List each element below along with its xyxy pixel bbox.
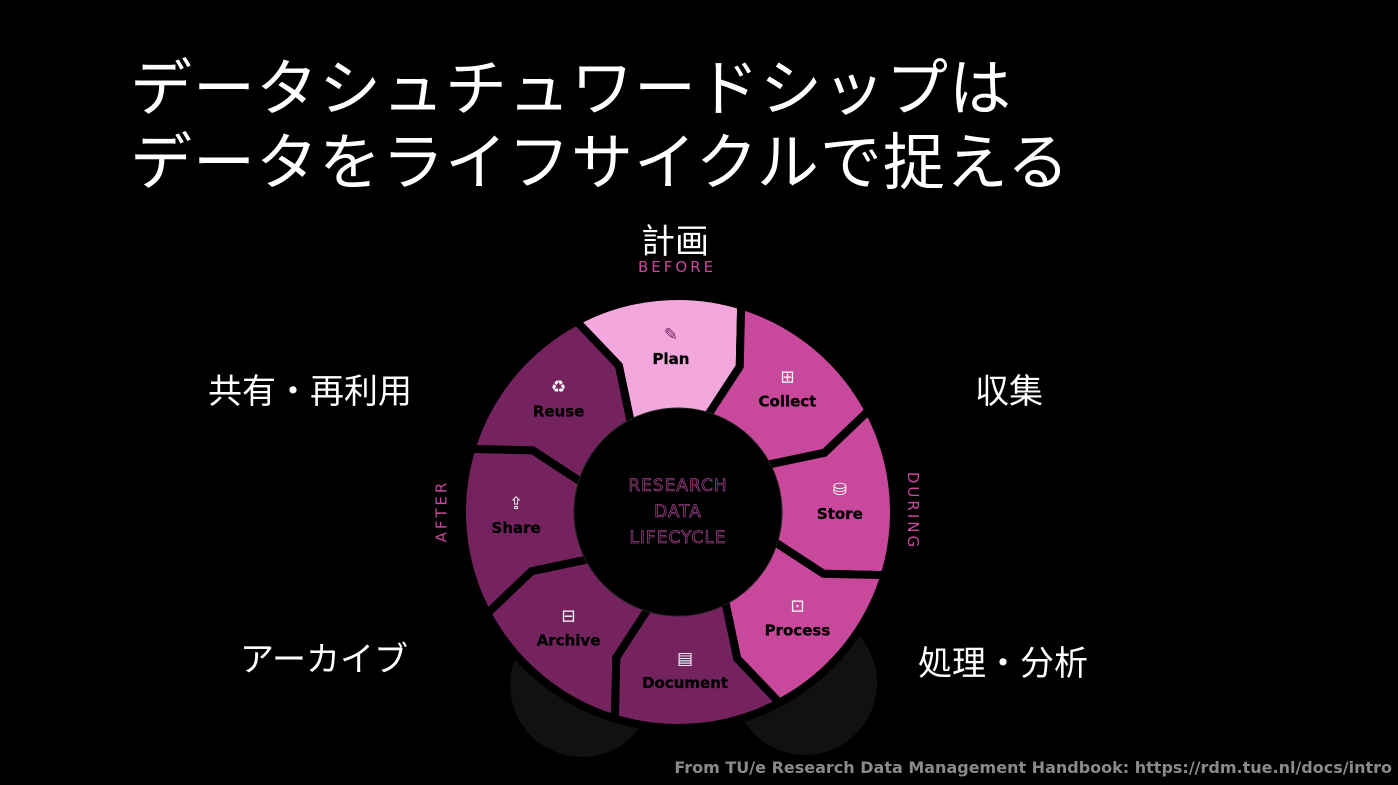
center-line-1: RESEARCH xyxy=(628,476,727,496)
edit-icon: ✎ xyxy=(664,325,678,345)
label-share-jp: 共有・再利用 xyxy=(208,372,412,412)
slide-title: データシュチュワードシップは データをライフサイクルで捉える xyxy=(130,52,1070,200)
segment-label: Collect xyxy=(759,393,817,411)
label-archive-jp: アーカイブ xyxy=(240,640,408,680)
cpu-icon: ⊡ xyxy=(790,596,804,616)
segment-label: Share xyxy=(492,519,541,537)
source-credit: From TU/e Research Data Management Handb… xyxy=(674,758,1392,777)
center-hub xyxy=(573,407,783,617)
segment-label: Archive xyxy=(537,631,601,649)
label-collect-jp: 収集 xyxy=(975,372,1043,412)
share-icon: ⇪ xyxy=(509,494,523,514)
segment-label: Document xyxy=(642,674,728,692)
segment-label: Process xyxy=(765,621,831,639)
center-line-3: LIFECYCLE xyxy=(629,528,726,548)
segment-label: Store xyxy=(817,505,863,523)
database-icon: ⛁ xyxy=(833,480,847,500)
center-line-2: DATA xyxy=(654,502,702,522)
label-process-jp: 処理・分析 xyxy=(918,644,1088,684)
label-plan-jp: 計画 xyxy=(641,222,709,262)
segment-label: Reuse xyxy=(533,403,585,421)
segment-label: Plan xyxy=(652,350,689,368)
title-line-1: データシュチュワードシップは xyxy=(130,52,1013,125)
archive-icon: ⊟ xyxy=(561,606,575,626)
phase-before: BEFORE xyxy=(638,258,717,276)
recycle-icon: ♻ xyxy=(551,378,566,398)
title-line-2: データをライフサイクルで捉える xyxy=(130,126,1071,199)
basket-icon: ⊞ xyxy=(780,368,794,388)
document-icon: ▤ xyxy=(677,649,693,669)
